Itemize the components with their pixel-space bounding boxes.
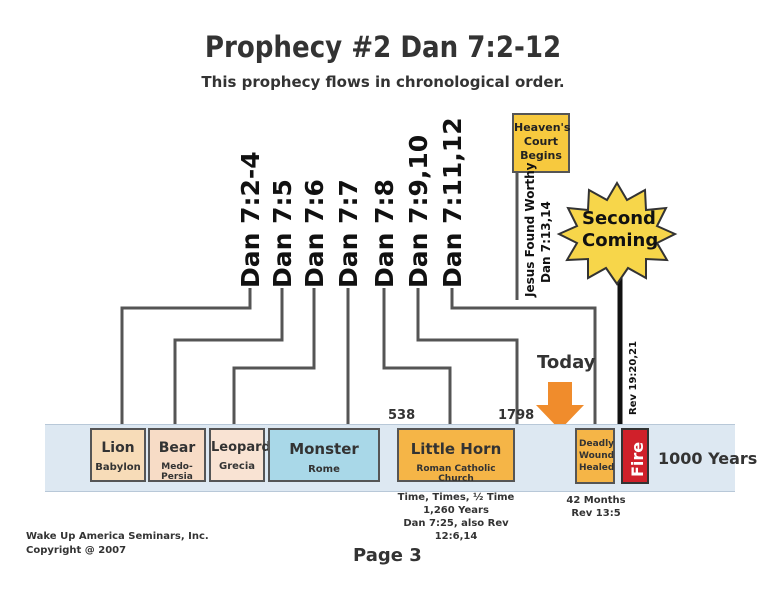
connector-little-horn [382, 288, 452, 428]
ref-dan-7-8: Dan 7:8 [370, 179, 399, 288]
bear-label: Bear [158, 440, 196, 456]
babylon-label: Babylon [95, 462, 141, 473]
ref-dan-7-2-4: Dan 7:2-4 [236, 151, 265, 288]
credit: Wake Up America Seminars, Inc. Copyright… [26, 530, 209, 558]
credit-line1: Wake Up America Seminars, Inc. [26, 531, 209, 542]
lion-label: Lion [101, 440, 135, 456]
time-note-line3: Dan 7:25, also Rev 12:6,14 [403, 518, 509, 542]
little-horn-box: Little Horn Roman Catholic Church [397, 428, 515, 484]
year-538: 538 [388, 408, 416, 423]
year-1798: 1798 [498, 408, 535, 423]
bear-box: Bear Medo-Persia [148, 428, 206, 482]
deadly-wound-box: Deadly Wound Healed [575, 428, 615, 484]
ref-dan-7-5: Dan 7:5 [268, 179, 297, 288]
ref-dan-7-11-12: Dan 7:11,12 [438, 117, 467, 288]
page-number: Page 3 [353, 545, 422, 566]
leopard-box: Leopard Grecia [209, 428, 271, 482]
ref-dan-7-9-10: Dan 7:9,10 [404, 134, 433, 288]
time-note: Time, Times, ½ Time 1,260 Years Dan 7:25… [386, 491, 526, 543]
today-label: Today [537, 352, 596, 373]
months-note-line1: 42 Months [566, 495, 626, 506]
credit-line2: Copyright @ 2007 [26, 545, 127, 556]
page-subtitle: This prophecy flows in chronological ord… [201, 73, 565, 91]
today-arrow-icon [536, 382, 584, 430]
connector-lion [120, 288, 252, 428]
dan-7-13-14: Dan 7:13,14 [539, 201, 553, 283]
roman-catholic-church-label: Roman Catholic Church [416, 464, 496, 484]
connector-judgment [416, 288, 519, 428]
rev-19-20-21: Rev 19:20,21 [628, 340, 639, 415]
grecia-label: Grecia [218, 461, 256, 472]
jesus-found-worthy: Jesus Found Worthy [523, 162, 537, 298]
second-coming-label: Second Coming [582, 208, 659, 252]
monster-box: Monster Rome [268, 428, 380, 482]
time-note-line1: Time, Times, ½ Time [397, 492, 515, 503]
lion-box: Lion Babylon [90, 428, 146, 482]
connector-leopard [232, 288, 316, 428]
thousand-years-label: 1000 Years [658, 449, 758, 468]
second-coming-line1: Second [582, 208, 656, 229]
ref-dan-7-6: Dan 7:6 [300, 179, 329, 288]
months-note: 42 Months Rev 13:5 [560, 494, 632, 520]
medo-persia-label: Medo-Persia [161, 462, 193, 482]
little-horn-label: Little Horn [410, 440, 502, 458]
time-note-line2: 1,260 Years [423, 505, 489, 516]
second-coming-starburst [556, 181, 678, 286]
rome-label: Rome [308, 464, 340, 475]
ref-dan-7-7: Dan 7:7 [334, 179, 363, 288]
page-title: Prophecy #2 Dan 7:2-12 [204, 30, 562, 64]
fire-label: Fire [628, 441, 647, 477]
months-note-line2: Rev 13:5 [571, 508, 621, 519]
leopard-label: Leopard [211, 440, 271, 455]
fire-box: Fire [621, 428, 649, 484]
connector-bear [173, 288, 284, 428]
second-coming-line2: Coming [582, 230, 659, 251]
monster-label: Monster [289, 440, 359, 458]
heavens-court-box: Heaven's Court Begins [512, 113, 570, 173]
connector-deadly-wound [450, 288, 597, 428]
